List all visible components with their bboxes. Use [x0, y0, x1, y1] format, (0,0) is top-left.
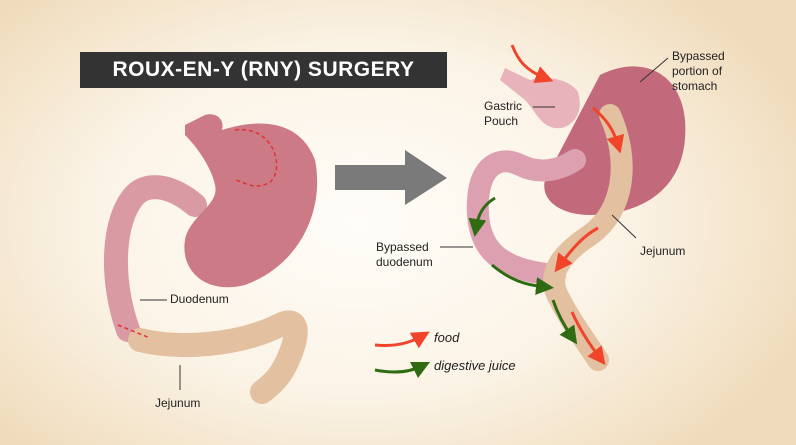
label-line: portion of [672, 64, 723, 78]
duodenum-label: Duodenum [170, 292, 229, 306]
page-title: ROUX-EN-Y (RNY) SURGERY [80, 52, 447, 88]
stomach-before [103, 114, 318, 404]
label-line: Bypassed [376, 240, 429, 254]
digestive-juice-legend-arrow-icon [374, 361, 431, 379]
label-line: Bypassed [672, 49, 725, 63]
label-line: duodenum [376, 255, 433, 269]
jejunum-label-after: Jejunum [640, 244, 686, 258]
jejunum-label-before: Jejunum [155, 396, 201, 410]
label-line: stomach [672, 79, 718, 93]
stomach-after [440, 44, 686, 371]
label-line: Gastric [484, 99, 523, 113]
label-line: Pouch [484, 114, 519, 128]
legend-digestive-juice: digestive juice [434, 358, 516, 373]
food-legend-arrow-icon [374, 331, 430, 349]
transition-arrow-icon [335, 150, 447, 205]
legend-food: food [434, 330, 460, 345]
